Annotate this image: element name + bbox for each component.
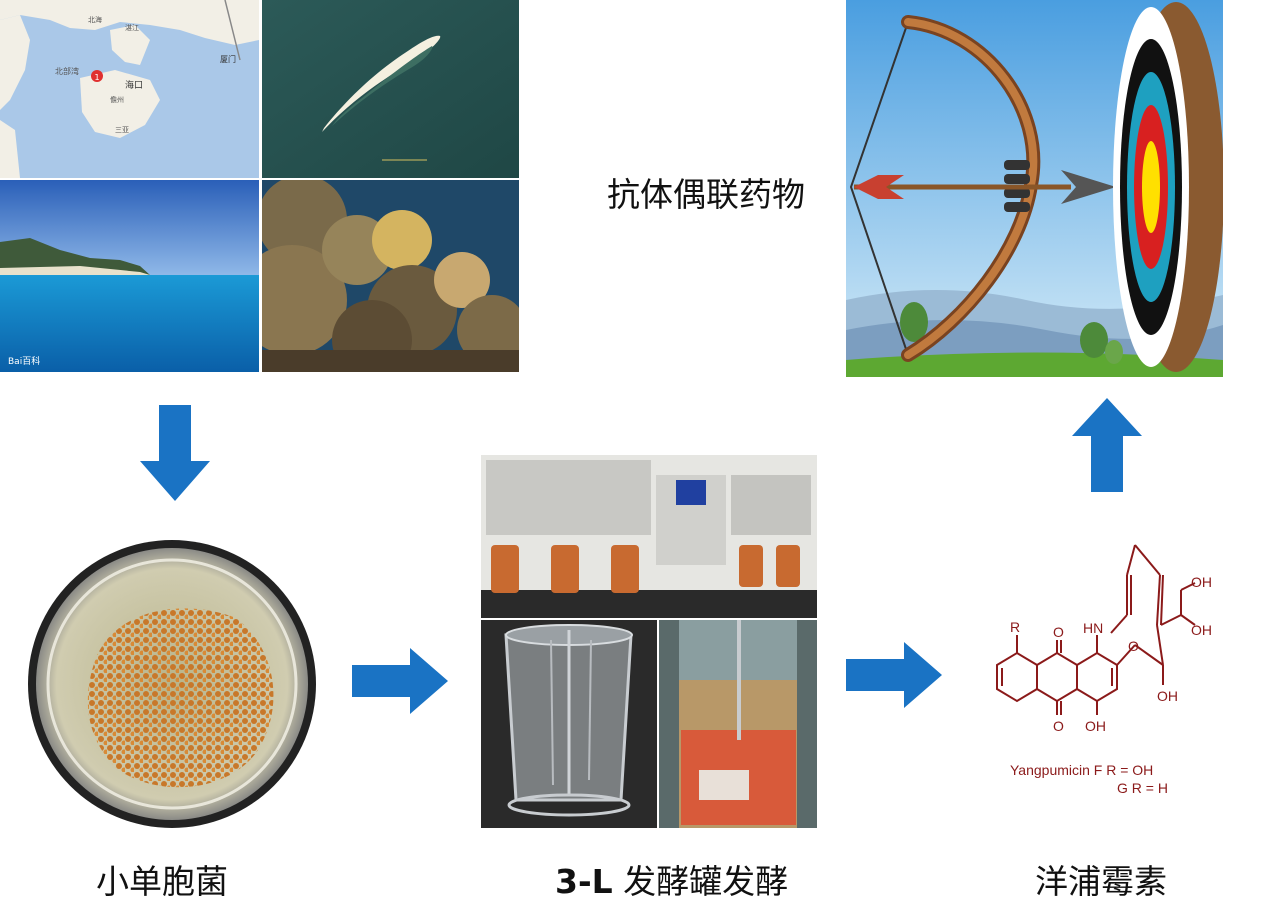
strain-caption: 小单胞菌 — [96, 862, 228, 901]
sea-photo: Bai百科 — [0, 180, 259, 372]
fermentor-lab-photo — [481, 455, 817, 618]
chem-label-o-top: O — [1053, 624, 1064, 640]
chem-label-oh-1: OH — [1191, 574, 1212, 590]
map-marker — [91, 70, 103, 82]
chem-label-oh-3: OH — [1157, 688, 1178, 704]
map-label-sanya: 三亚 — [115, 126, 129, 134]
compound-line-1: Yangpumicin F R = OH — [1010, 762, 1153, 778]
coral-photo — [262, 180, 519, 372]
archery-image — [846, 0, 1223, 377]
fermentation-caption: 3-L 发酵罐发酵 — [555, 855, 788, 903]
chem-label-r: R — [1010, 619, 1020, 635]
petri-dish-photo — [26, 538, 318, 830]
adc-caption: 抗体偶联药物 — [607, 175, 805, 214]
chemical-structure: R O O HN O OH OH OH OH Yangpumicin F R =… — [985, 535, 1225, 805]
fermentation-volume: 3-L — [555, 862, 613, 901]
product-caption: 洋浦霉素 — [1035, 862, 1167, 901]
chem-label-hn: HN — [1083, 620, 1103, 636]
chem-label-oh-2: OH — [1191, 622, 1212, 638]
arrow-right-1 — [352, 648, 448, 714]
chem-label-o-bridge: O — [1128, 638, 1139, 654]
chem-label-o-bottom: O — [1053, 718, 1064, 734]
satellite-photo — [262, 0, 519, 178]
baidu-watermark: Bai百科 — [8, 355, 40, 367]
map-label-xiamen: 厦门 — [220, 54, 236, 64]
arrow-down — [140, 405, 210, 501]
arrow-up — [1072, 398, 1142, 492]
map-marker-label: 1 — [94, 73, 99, 82]
chem-label-oh-4: OH — [1085, 718, 1106, 734]
map-label-bay: 北部湾 — [55, 66, 79, 76]
map-photo: 1 海口 厦门 北部湾 儋州 三亚 湛江 北海 — [0, 0, 259, 178]
map-label-danzhou: 儋州 — [110, 95, 124, 104]
compound-line-2: G R = H — [1117, 780, 1168, 796]
arrow-right-2 — [846, 642, 942, 708]
fermentor-vessel-photo — [481, 620, 657, 828]
fermentation-text: 发酵罐发酵 — [612, 862, 789, 901]
map-label-haikou: 海口 — [125, 79, 143, 91]
fermentor-culture-photo — [659, 620, 817, 828]
map-label-zhanjiang: 湛江 — [125, 24, 139, 32]
map-label-beihai: 北海 — [88, 15, 102, 24]
